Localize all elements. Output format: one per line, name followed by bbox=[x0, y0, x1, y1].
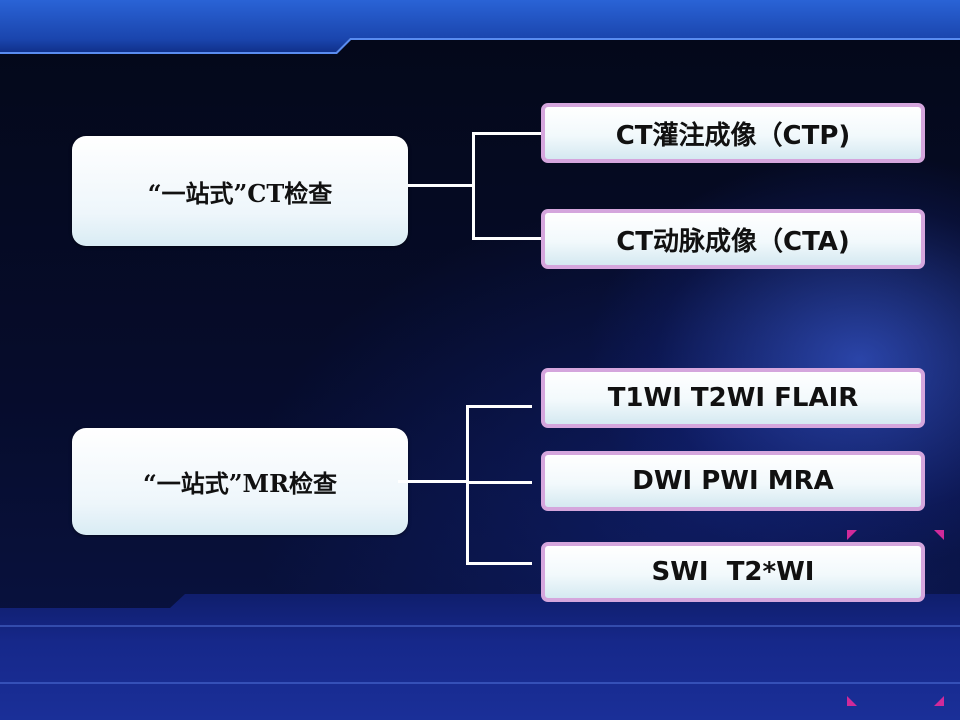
cta-box: CT动脉成像（CTA) bbox=[541, 209, 925, 269]
t1wi-t2wi-flair-box: T1WI T2WI FLAIR bbox=[541, 368, 925, 428]
corner-marker bbox=[934, 530, 944, 540]
ct-exam-box: “一站式”CT检查 bbox=[72, 136, 408, 246]
ctp-box: CT灌注成像（CTP) bbox=[541, 103, 925, 163]
bottom-stripe bbox=[0, 625, 960, 627]
ct-exam-label: “一站式”CT检查 bbox=[147, 178, 333, 208]
t1wi-t2wi-flair-label: T1WI T2WI FLAIR bbox=[607, 383, 859, 413]
connector-line bbox=[472, 237, 542, 240]
mr-exam-box: “一站式”MR检查 bbox=[72, 428, 408, 535]
cta-label: CT动脉成像（CTA) bbox=[616, 226, 850, 257]
connector-line bbox=[398, 480, 468, 483]
connector-line bbox=[472, 132, 542, 135]
connector-line bbox=[472, 132, 475, 240]
corner-marker bbox=[847, 530, 857, 540]
mr-exam-label: “一站式”MR检查 bbox=[142, 469, 338, 498]
ctp-label: CT灌注成像（CTP) bbox=[615, 120, 851, 151]
bottom-decorative-band bbox=[0, 594, 960, 720]
dwi-pwi-mra-label: DWI PWI MRA bbox=[632, 466, 834, 496]
corner-marker bbox=[847, 696, 857, 706]
bottom-stripe bbox=[0, 682, 960, 684]
swi-t2wi-label: SWI T2*WI bbox=[651, 557, 815, 587]
connector-line bbox=[466, 481, 532, 484]
dwi-pwi-mra-box: DWI PWI MRA bbox=[541, 451, 925, 511]
connector-line bbox=[408, 184, 472, 187]
corner-marker bbox=[934, 696, 944, 706]
swi-t2wi-box: SWI T2*WI bbox=[541, 542, 925, 602]
connector-line bbox=[466, 562, 532, 565]
connector-line bbox=[466, 405, 532, 408]
connector-line bbox=[466, 405, 469, 565]
